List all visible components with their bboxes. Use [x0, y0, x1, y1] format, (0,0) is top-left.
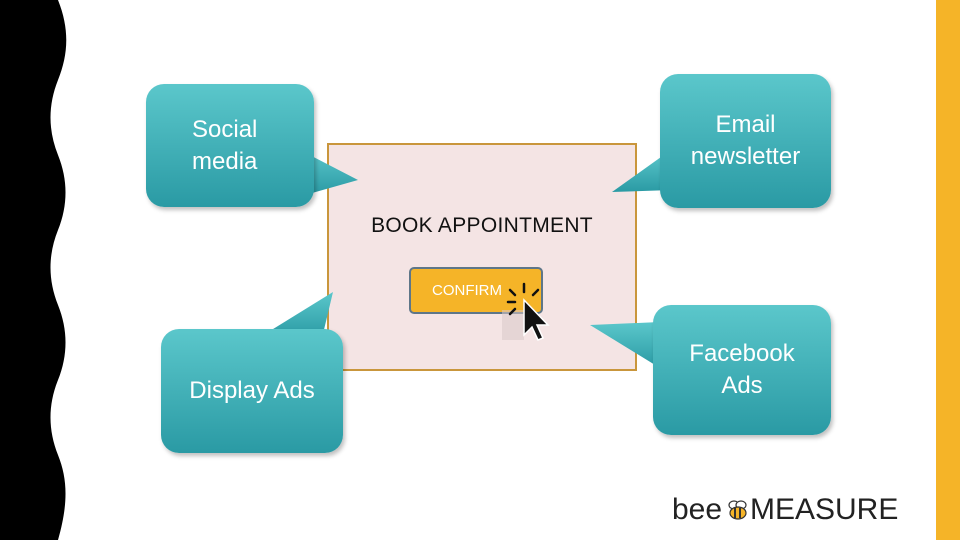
logo-word-bee: bee	[672, 493, 723, 526]
callout-email-label: Email newsletter	[690, 111, 801, 170]
confirm-button[interactable]: CONFIRM	[409, 267, 543, 314]
accent-stripe	[936, 0, 960, 540]
booking-panel	[327, 143, 637, 371]
bee-icon	[728, 500, 747, 520]
beemeasure-logo: bee MEASURE	[672, 492, 912, 528]
callout-display-label: Display Ads	[189, 377, 315, 404]
callout-facebook-ads: Facebook Ads	[653, 305, 831, 435]
callout-social-label: Social media	[192, 115, 258, 175]
logo-word-measure: MEASURE	[750, 493, 899, 526]
book-appointment-title: BOOK APPOINTMENT	[371, 214, 593, 237]
callout-display-ads: Display Ads	[161, 329, 343, 453]
callout-social-media: Social media	[146, 84, 314, 207]
social-pointer	[300, 150, 358, 195]
callout-email-newsletter: Email newsletter	[660, 74, 831, 208]
click-cursor-icon	[502, 282, 550, 341]
email-pointer	[612, 152, 672, 192]
callout-facebook-label: Facebook Ads	[689, 340, 795, 399]
confirm-button-label: CONFIRM	[432, 282, 502, 299]
display-pointer	[265, 292, 333, 338]
facebook-pointer	[590, 322, 660, 368]
wavy-edge-decoration	[0, 0, 67, 540]
